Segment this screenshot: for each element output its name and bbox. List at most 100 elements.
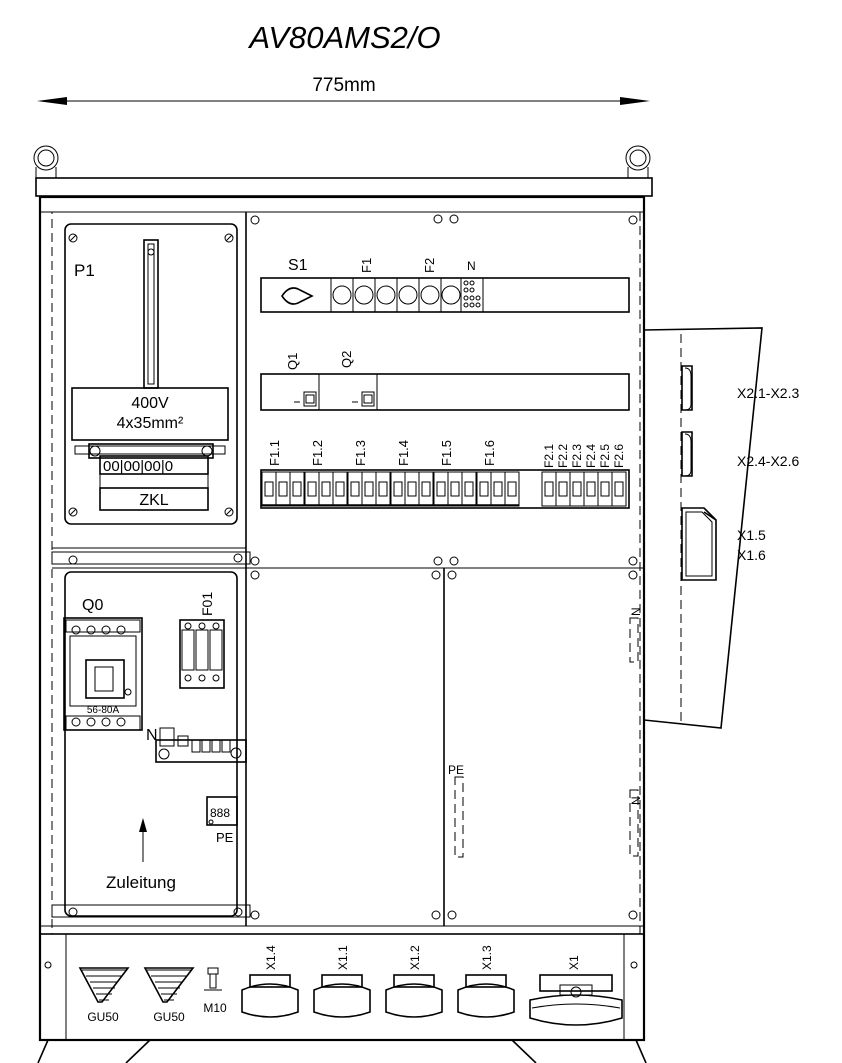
base-section: [39, 933, 645, 1041]
pe-rail-label: PE: [448, 763, 464, 777]
breaker-pole: [361, 471, 377, 507]
surge-protector-label: F01: [199, 592, 215, 616]
feed-arrow: [139, 818, 147, 862]
feed-label: Zuleitung: [106, 873, 176, 892]
rcd-q2-label: Q2: [339, 351, 354, 368]
stand-legs: [37, 1039, 647, 1063]
ground-bolt-label: M10: [203, 1001, 227, 1015]
breaker-2-label: F2.3: [570, 444, 584, 468]
breaker-2-label: F2.4: [584, 444, 598, 468]
breaker-pole: [433, 471, 449, 507]
n-rail-upper-label: N: [629, 607, 643, 616]
switch-row: S1 F1 F2 N: [260, 257, 630, 313]
breaker-toggle: [436, 481, 446, 497]
breaker-toggle: [393, 481, 403, 497]
breaker-2-toggle: [544, 481, 554, 497]
breaker-pole: [390, 471, 406, 507]
breaker-pole: [304, 471, 320, 507]
breaker-label: F1.1: [267, 440, 282, 466]
breaker-toggle: [292, 481, 302, 497]
breaker-pole: [404, 471, 420, 507]
breaker-2-toggle: [572, 481, 582, 497]
side-socket-box: X2.1-X2.3 X2.4-X2.6 X1.5 X1.6: [643, 327, 799, 729]
gland-2-label: GU50: [153, 1010, 185, 1024]
breaker-2-toggle: [586, 481, 596, 497]
socket-x2-1-label: X2.1-X2.3: [737, 385, 799, 401]
breaker-toggle: [493, 481, 503, 497]
lifting-eye-left: [33, 145, 59, 178]
base-socket-collar: [393, 974, 435, 988]
breaker-pole: [261, 471, 277, 507]
breaker-toggle: [479, 481, 489, 497]
breaker-pole: [461, 471, 477, 507]
breaker-pole: [275, 471, 291, 507]
breaker-pole: [476, 471, 492, 507]
breaker-toggle: [264, 481, 274, 497]
breaker-toggle: [407, 481, 417, 497]
breaker-toggle: [450, 481, 460, 497]
breaker-toggle: [507, 481, 517, 497]
pe-bar: 888 PE: [206, 796, 238, 845]
neutral-bar: N: [146, 727, 247, 763]
breaker-label: F1.6: [482, 440, 497, 466]
base-socket-cap: [385, 983, 443, 1018]
breaker-toggle: [464, 481, 474, 497]
breaker-pole: [447, 471, 463, 507]
breaker-toggle: [335, 481, 345, 497]
rcd-row: Q1 Q2: [260, 351, 630, 411]
breaker-toggle: [321, 481, 331, 497]
main-switch-label: S1: [288, 257, 308, 274]
lower-left-panel: [64, 553, 243, 917]
svg-text:00|00|00|0: 00|00|00|0: [103, 458, 173, 475]
fuse-1-label: F1: [359, 258, 374, 273]
width-dimension-line: [37, 97, 650, 105]
breaker-label: F1.2: [310, 440, 325, 466]
breaker-label: F1.3: [353, 440, 368, 466]
base-socket-label: X1.2: [408, 945, 422, 970]
base-socket-label: X1.4: [264, 945, 278, 970]
base-socket-cap: [313, 983, 371, 1018]
n-rail-lower-label: N: [629, 796, 643, 805]
pe-bar-label: PE: [216, 830, 234, 845]
socket-x2-4-label: X2.4-X2.6: [737, 453, 799, 469]
breaker-pole: [289, 471, 305, 507]
inner-dashed-frame: [51, 211, 641, 935]
ground-bolt: M10: [203, 967, 227, 1015]
breaker-pole: [318, 471, 334, 507]
breaker-2-label: F2.2: [556, 444, 570, 468]
breaker-2-label: F2.1: [542, 444, 556, 468]
meter-panel: P1 400V 4x35mm² 00|00|00|0 ZKL: [64, 223, 238, 525]
socket-x1-label: X1: [567, 955, 581, 970]
meter-panel-label: P1: [74, 261, 95, 280]
breaker-2-label: F2.6: [612, 444, 626, 468]
meter-terminal-label: ZKL: [139, 492, 168, 509]
breaker-2-pole: [541, 471, 557, 507]
breaker-toggle: [364, 481, 374, 497]
socket-x1-6-label: X1.6: [737, 547, 766, 563]
breaker-2-pole: [597, 471, 613, 507]
breaker-2-pole: [569, 471, 585, 507]
socket-x1-5-label: X1.5: [737, 527, 766, 543]
gland-1-label: GU50: [87, 1010, 119, 1024]
breaker-toggle: [278, 481, 288, 497]
rcd-q1-label: Q1: [285, 353, 300, 370]
cable-gland-2: GU50: [143, 967, 195, 1024]
breaker-pole: [347, 471, 363, 507]
breaker-toggle: [421, 481, 431, 497]
breaker-pole: [375, 471, 391, 507]
breaker-2-pole: [583, 471, 599, 507]
drawing-title: AV80AMS2/O: [247, 20, 440, 55]
base-socket-collar: [321, 974, 363, 988]
lifting-eye-right: [625, 145, 651, 178]
main-breaker-label: Q0: [82, 597, 103, 614]
breaker-2-label: F2.5: [598, 444, 612, 468]
breaker-pole: [490, 471, 506, 507]
breaker-toggle: [350, 481, 360, 497]
neutral-bar-label: N: [146, 727, 158, 744]
base-socket-collar: [249, 974, 291, 988]
breaker-label: F1.5: [439, 440, 454, 466]
breaker-2-pole: [555, 471, 571, 507]
